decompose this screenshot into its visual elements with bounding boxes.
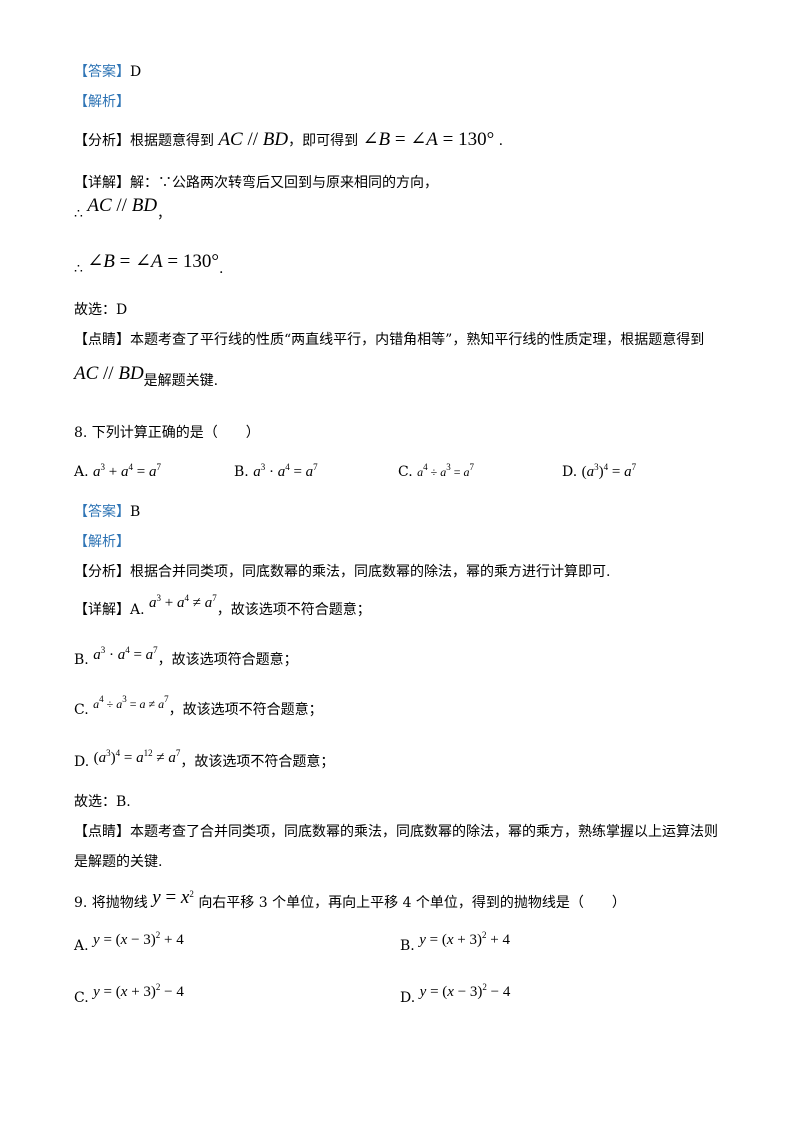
answer-tag: 【答案】	[74, 64, 130, 80]
option-label: A.	[74, 464, 89, 480]
formula-a-neq: a3 + a4 ≠ a7	[149, 593, 217, 612]
therefore-symbol: ∴	[74, 206, 83, 222]
q9-option-d: D. y = (x − 3)2 − 4	[400, 983, 510, 1008]
q8-xiangjie-b: B. a3 · a4 = a7，故该选项符合题意；	[74, 645, 298, 670]
q9-option-a: A. y = (x − 3)2 + 4	[74, 931, 184, 956]
dianjing-tag: 【点睛】	[74, 824, 130, 840]
q8-answer-line: 【答案】B	[74, 502, 140, 522]
q7-choose: 故选：D	[74, 302, 128, 318]
q8-xiangjie-d: D. (a3)4 = a12 ≠ a7，故该选项不符合题意；	[74, 748, 335, 772]
option-label: D.	[74, 754, 90, 770]
option-label: C.	[398, 464, 413, 480]
therefore-symbol: ∴	[74, 261, 83, 277]
q9-option-b: B. y = (x + 3)2 + 4	[400, 931, 510, 956]
fenxi-tag: 【分析】	[74, 133, 130, 149]
q8-option-a: A. a3 + a4 = a7	[74, 462, 161, 482]
q9-stem: 9. 将抛物线 y = x2 向右平移 3 个单位，再向上平移 4 个单位，得到…	[74, 888, 626, 913]
dianjing-text-1: 本题考查了合并同类项，同底数幂的乘法，同底数幂的除法，幂的乘方，熟练掌握以上运算…	[130, 824, 718, 840]
q8-analysis-heading: 【解析】	[74, 532, 130, 552]
q7-xiangjie-line: 【详解】解：∵公路两次转弯后又回到与原来相同的方向，	[74, 173, 438, 193]
formula-ac-parallel-bd: AC // BD	[218, 129, 289, 150]
q9-option-c: C. y = (x + 3)2 − 4	[74, 983, 184, 1008]
q8-fenxi-line: 【分析】根据合并同类项，同底数幂的乘法，同底数幂的除法，幂的乘方进行计算即可.	[74, 562, 610, 582]
stem-text-2: 向右平移 3 个单位，再向上平移 4 个单位，得到的抛物线是（ ）	[198, 895, 626, 911]
q8-option-b: B. a3 · a4 = a7	[234, 462, 318, 482]
formula-option-a: a3 + a4 = a7	[93, 462, 161, 481]
formula-y-eq-x2: y = x2	[152, 887, 194, 908]
option-label: B.	[234, 464, 249, 480]
formula-angle-b-eq-angle-a: ∠B = ∠A = 130°	[362, 129, 495, 150]
q8-stem: 8. 下列计算正确的是（ ）	[74, 425, 260, 441]
formula-option-c: y = (x + 3)2 − 4	[93, 982, 184, 1001]
answer-tag: 【答案】	[74, 504, 130, 520]
formula-b-eq: a3 · a4 = a7	[93, 645, 158, 664]
formula-option-c: a4 ÷ a3 = a7	[417, 462, 474, 480]
q8-xiangjie-a: 【详解】A. a3 + a4 ≠ a7，故该选项不符合题意；	[74, 594, 371, 620]
explain-text: ，故该选项不符合题意；	[168, 702, 323, 718]
xiangjie-text: 解：∵公路两次转弯后又回到与原来相同的方向，	[130, 175, 438, 191]
explain-text: ，故该选项不符合题意；	[180, 754, 335, 770]
formula-d-neq: (a3)4 = a12 ≠ a7	[93, 748, 181, 767]
q7-dianjing-line-2: AC // BD是解题关键.	[74, 364, 219, 391]
analysis-tag: 【解析】	[74, 94, 130, 110]
formula-ac-parallel-bd: AC // BD	[87, 195, 158, 216]
fenxi-tag: 【分析】	[74, 564, 130, 580]
period: .	[218, 261, 224, 277]
dianjing-tag: 【点睛】	[74, 332, 130, 348]
formula-ac-parallel-bd: AC // BD	[74, 363, 144, 384]
xiangjie-tag: 【详解】	[74, 602, 130, 618]
explain-text: ，故该选项符合题意；	[157, 652, 298, 668]
stem-text-1: 9. 将抛物线	[74, 895, 148, 911]
fenxi-text-2: ，即可得到	[288, 133, 359, 149]
q8-option-d: D. (a3)4 = a7	[562, 462, 636, 482]
formula-c-neq: a4 ÷ a3 = a ≠ a7	[93, 694, 169, 712]
formula-option-d: (a3)4 = a7	[581, 462, 637, 481]
formula-option-d: y = (x − 3)2 − 4	[419, 982, 511, 1001]
fenxi-text-3: .	[498, 133, 504, 149]
option-label: D.	[400, 990, 416, 1006]
q8-option-c: C. a4 ÷ a3 = a7	[398, 462, 474, 482]
fenxi-text: 根据合并同类项，同底数幂的乘法，同底数幂的除法，幂的乘方进行计算即可.	[130, 564, 611, 580]
q7-answer-line: 【答案】D	[74, 62, 141, 82]
option-label: B.	[400, 938, 415, 954]
answer-value: D	[130, 64, 142, 80]
explain-text: ，故该选项不符合题意；	[216, 602, 371, 618]
option-label: C.	[74, 990, 89, 1006]
comma: ，	[157, 206, 172, 222]
option-label: B.	[74, 652, 89, 668]
q8-xiangjie-c: C. a4 ÷ a3 = a ≠ a7，故该选项不符合题意；	[74, 694, 323, 720]
q7-therefore-line-2: ∴ ∠B = ∠A = 130°.	[74, 252, 224, 279]
formula-option-a: y = (x − 3)2 + 4	[93, 930, 184, 949]
q7-dianjing-line: 【点睛】本题考查了平行线的性质“两直线平行，内错角相等”，熟知平行线的性质定理，…	[74, 330, 704, 350]
dianjing-text: 本题考查了平行线的性质“两直线平行，内错角相等”，熟知平行线的性质定理，根据题意…	[130, 332, 705, 348]
xiangjie-tag: 【详解】	[74, 175, 130, 191]
option-label: C.	[74, 702, 89, 718]
formula-option-b: a3 · a4 = a7	[253, 462, 318, 481]
q7-analysis-heading: 【解析】	[74, 92, 130, 112]
q7-fenxi-line: 【分析】根据题意得到 AC // BD，即可得到 ∠B = ∠A = 130° …	[74, 130, 503, 151]
q8-dianjing-line-1: 【点睛】本题考查了合并同类项，同底数幂的乘法，同底数幂的除法，幂的乘方，熟练掌握…	[74, 822, 718, 842]
q7-therefore-line-1: ∴ AC // BD，	[74, 196, 172, 224]
answer-value: B	[130, 504, 141, 520]
fenxi-text-1: 根据题意得到	[130, 133, 214, 149]
option-label: A.	[130, 602, 145, 618]
formula-angle-b-eq-angle-a: ∠B = ∠A = 130°	[87, 251, 219, 272]
q8-choose: 故选：B.	[74, 794, 131, 810]
q8-dianjing-line-2: 是解题的关键.	[74, 854, 163, 870]
analysis-tag: 【解析】	[74, 534, 130, 550]
dianjing-text-2: 是解题关键.	[143, 373, 219, 389]
formula-option-b: y = (x + 3)2 + 4	[419, 930, 510, 949]
option-label: A.	[74, 938, 89, 954]
option-label: D.	[562, 464, 578, 480]
